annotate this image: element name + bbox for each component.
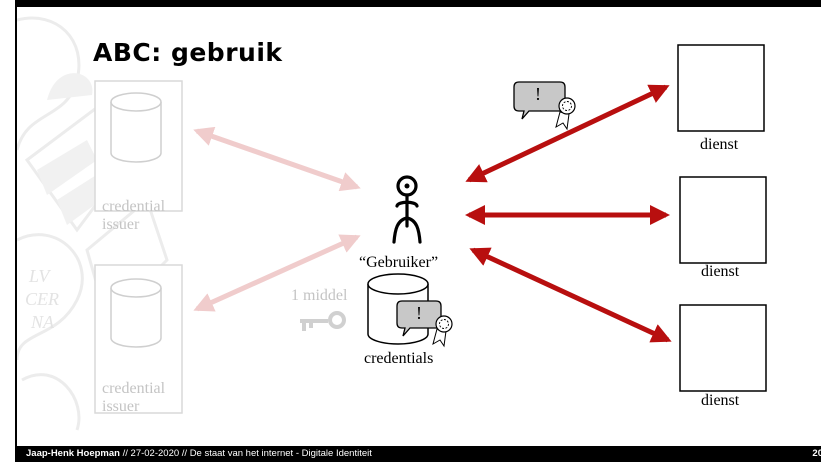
arrow-service-bottom xyxy=(469,247,672,343)
arrow-issuer-top xyxy=(193,126,361,192)
database-icon xyxy=(110,92,162,163)
service-box-top xyxy=(677,44,765,132)
seal-watermark-icon: LV CER NA xyxy=(17,16,169,431)
issuer-label-top: credential issuer xyxy=(102,198,165,234)
user-label: “Gebruiker” xyxy=(359,254,439,271)
credentials-label: credentials xyxy=(364,350,434,367)
slide-title: ABC: gebruik xyxy=(93,38,283,67)
credentials-database-icon xyxy=(367,273,453,348)
svg-text:LV: LV xyxy=(28,266,51,286)
footer-author: Jaap-Henk Hoepman xyxy=(26,448,120,459)
rosette-icon xyxy=(555,97,576,131)
issuer-box-top xyxy=(94,80,183,212)
issuer-box-bottom xyxy=(94,264,183,414)
credential-badge-icon xyxy=(513,81,576,131)
service-label-top: dienst xyxy=(700,136,739,153)
svg-text:CER: CER xyxy=(25,289,59,309)
arrow-service-top xyxy=(465,84,670,183)
svg-text:NA: NA xyxy=(30,312,55,332)
rosette-icon xyxy=(432,315,453,348)
user-figure-icon xyxy=(392,175,422,244)
slide: LV CER NA ABC: gebruik xyxy=(15,0,821,462)
badge-mark-credentials: ! xyxy=(416,303,422,323)
page-number: 20 xyxy=(812,448,821,459)
footer-text: Jaap-Henk Hoepman // 27-02-2020 // De st… xyxy=(26,446,372,462)
diagram xyxy=(94,44,767,414)
arrow-issuer-bottom xyxy=(193,234,361,312)
issuer-label-line2: issuer xyxy=(102,398,140,415)
key-icon xyxy=(300,311,346,331)
badge-mark-top: ! xyxy=(535,84,541,104)
key-label: 1 middel xyxy=(291,287,348,304)
issuer-label-bottom: credential issuer xyxy=(102,380,165,416)
service-label-bottom: dienst xyxy=(701,392,740,409)
top-bar xyxy=(17,0,821,7)
footer-info: // 27-02-2020 // De staat van het intern… xyxy=(119,448,372,459)
issuer-label-line1: credential xyxy=(102,380,166,397)
issuer-label-line2: issuer xyxy=(102,216,140,233)
footer-bar: Jaap-Henk Hoepman // 27-02-2020 // De st… xyxy=(17,446,821,462)
database-icon xyxy=(110,278,162,348)
issuer-label-line1: credential xyxy=(102,198,166,215)
service-box-bottom xyxy=(679,304,767,392)
service-box-middle xyxy=(679,176,767,264)
service-label-middle: dienst xyxy=(701,263,740,280)
